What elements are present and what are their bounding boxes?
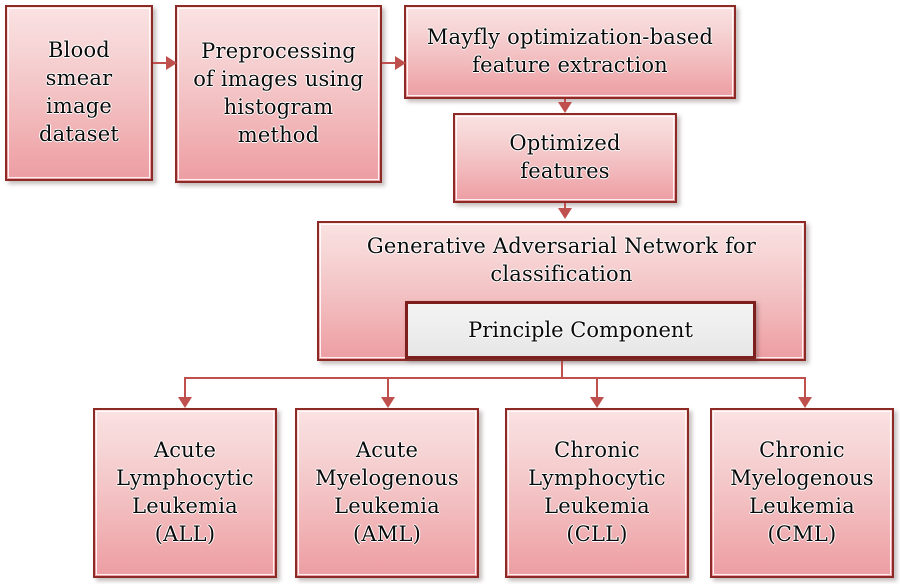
edge-distribution-bar [184, 377, 806, 379]
node-principle-component[interactable]: Principle Component [405, 301, 756, 359]
node-chronic-lymphocytic-leukemia[interactable]: Chronic Lymphocytic Leukemia (CLL) [505, 408, 689, 578]
edge-trunk-line [561, 361, 563, 378]
node-acute-lymphocytic-leukemia[interactable]: Acute Lymphocytic Leukemia (ALL) [93, 408, 277, 578]
node-label: Acute Myelogenous Leukemia (AML) [315, 438, 459, 546]
node-label: Chronic Myelogenous Leukemia (CML) [730, 438, 874, 546]
edge-to-cll-arrowhead [590, 397, 604, 408]
node-label: Principle Component [468, 318, 693, 342]
edge-preprocessing-to-mayfly-arrowhead [395, 56, 406, 70]
edge-to-aml-arrowhead [381, 397, 395, 408]
node-mayfly-feature-extraction[interactable]: Mayfly optimization-based feature extrac… [404, 5, 736, 99]
node-label: Chronic Lymphocytic Leukemia (CLL) [528, 438, 666, 546]
edge-to-all-line [184, 377, 186, 399]
edge-dataset-to-preprocessing-arrowhead [166, 56, 177, 70]
edge-to-aml-line [387, 377, 389, 399]
node-label: Optimized features [509, 131, 621, 183]
node-blood-smear-image-dataset[interactable]: Blood smear image dataset [5, 5, 153, 181]
node-chronic-myelogenous-leukemia[interactable]: Chronic Myelogenous Leukemia (CML) [710, 408, 894, 578]
node-label: Generative Adversarial Network for class… [366, 234, 757, 286]
edge-to-cml-line [804, 377, 806, 399]
edge-to-cml-arrowhead [798, 397, 812, 408]
edge-dataset-to-preprocessing-line [153, 62, 167, 64]
node-optimized-features[interactable]: Optimized features [453, 113, 677, 203]
edge-mayfly-to-optimized-arrowhead [558, 102, 572, 113]
node-label: Preprocessing of images using histogram … [193, 39, 364, 147]
node-label: Blood smear image dataset [39, 38, 119, 146]
edge-to-all-arrowhead [178, 397, 192, 408]
edge-optimized-to-gan-line [564, 203, 566, 210]
node-acute-myelogenous-leukemia[interactable]: Acute Myelogenous Leukemia (AML) [295, 408, 479, 578]
edge-optimized-to-gan-arrowhead [558, 208, 572, 219]
node-label: Acute Lymphocytic Leukemia (ALL) [116, 438, 254, 546]
node-preprocessing-histogram[interactable]: Preprocessing of images using histogram … [175, 5, 382, 183]
edge-preprocessing-to-mayfly-line [382, 62, 396, 64]
node-label: Mayfly optimization-based feature extrac… [426, 25, 714, 77]
edge-to-cll-line [596, 377, 598, 399]
